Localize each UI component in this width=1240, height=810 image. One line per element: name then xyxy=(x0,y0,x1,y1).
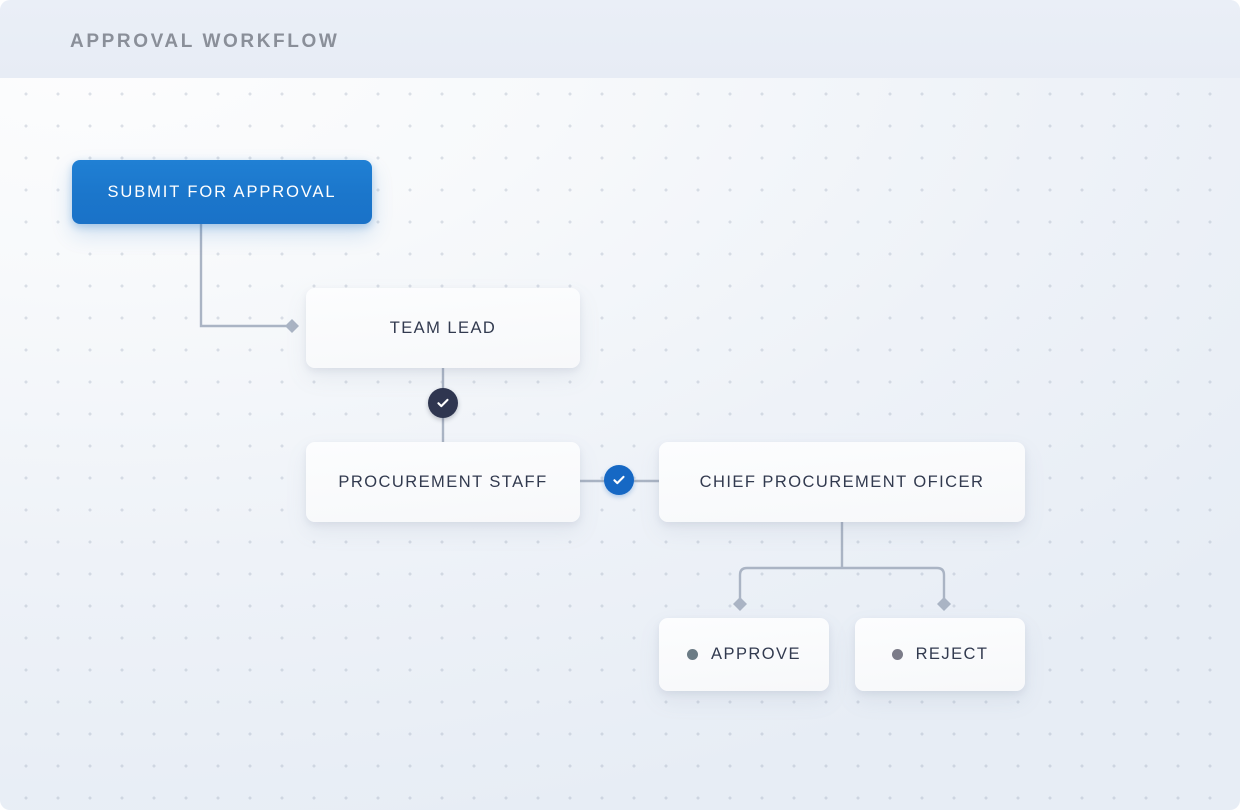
node-procurement-staff-label: PROCUREMENT STAFF xyxy=(338,472,548,491)
page-title: APPROVAL WORKFLOW xyxy=(70,31,340,52)
submit-for-approval-button[interactable]: SUBMIT FOR APPROVAL xyxy=(72,160,372,224)
node-reject[interactable]: REJECT xyxy=(855,618,1025,691)
check-icon xyxy=(437,398,449,408)
badge-staff-approved[interactable] xyxy=(604,465,634,495)
header-bar: APPROVAL WORKFLOW xyxy=(0,0,1240,78)
node-team-lead[interactable]: TEAM LEAD xyxy=(306,288,580,368)
node-approve-label: APPROVE xyxy=(711,645,801,663)
approve-dot-icon xyxy=(687,649,699,660)
node-procurement-staff[interactable]: PROCUREMENT STAFF xyxy=(306,442,580,522)
node-reject-label: REJECT xyxy=(915,645,989,663)
node-approve[interactable]: APPROVE xyxy=(659,618,829,691)
badge-team-lead-approved[interactable] xyxy=(428,388,458,418)
node-chief-procurement-oficer[interactable]: CHIEF PROCUREMENT OFICER xyxy=(659,442,1025,522)
node-team-lead-label: TEAM LEAD xyxy=(389,318,497,337)
check-icon xyxy=(613,475,625,485)
submit-for-approval-label: SUBMIT FOR APPROVAL xyxy=(107,182,337,201)
reject-dot-icon xyxy=(891,649,903,660)
node-chief-procurement-oficer-label: CHIEF PROCUREMENT OFICER xyxy=(699,472,985,491)
